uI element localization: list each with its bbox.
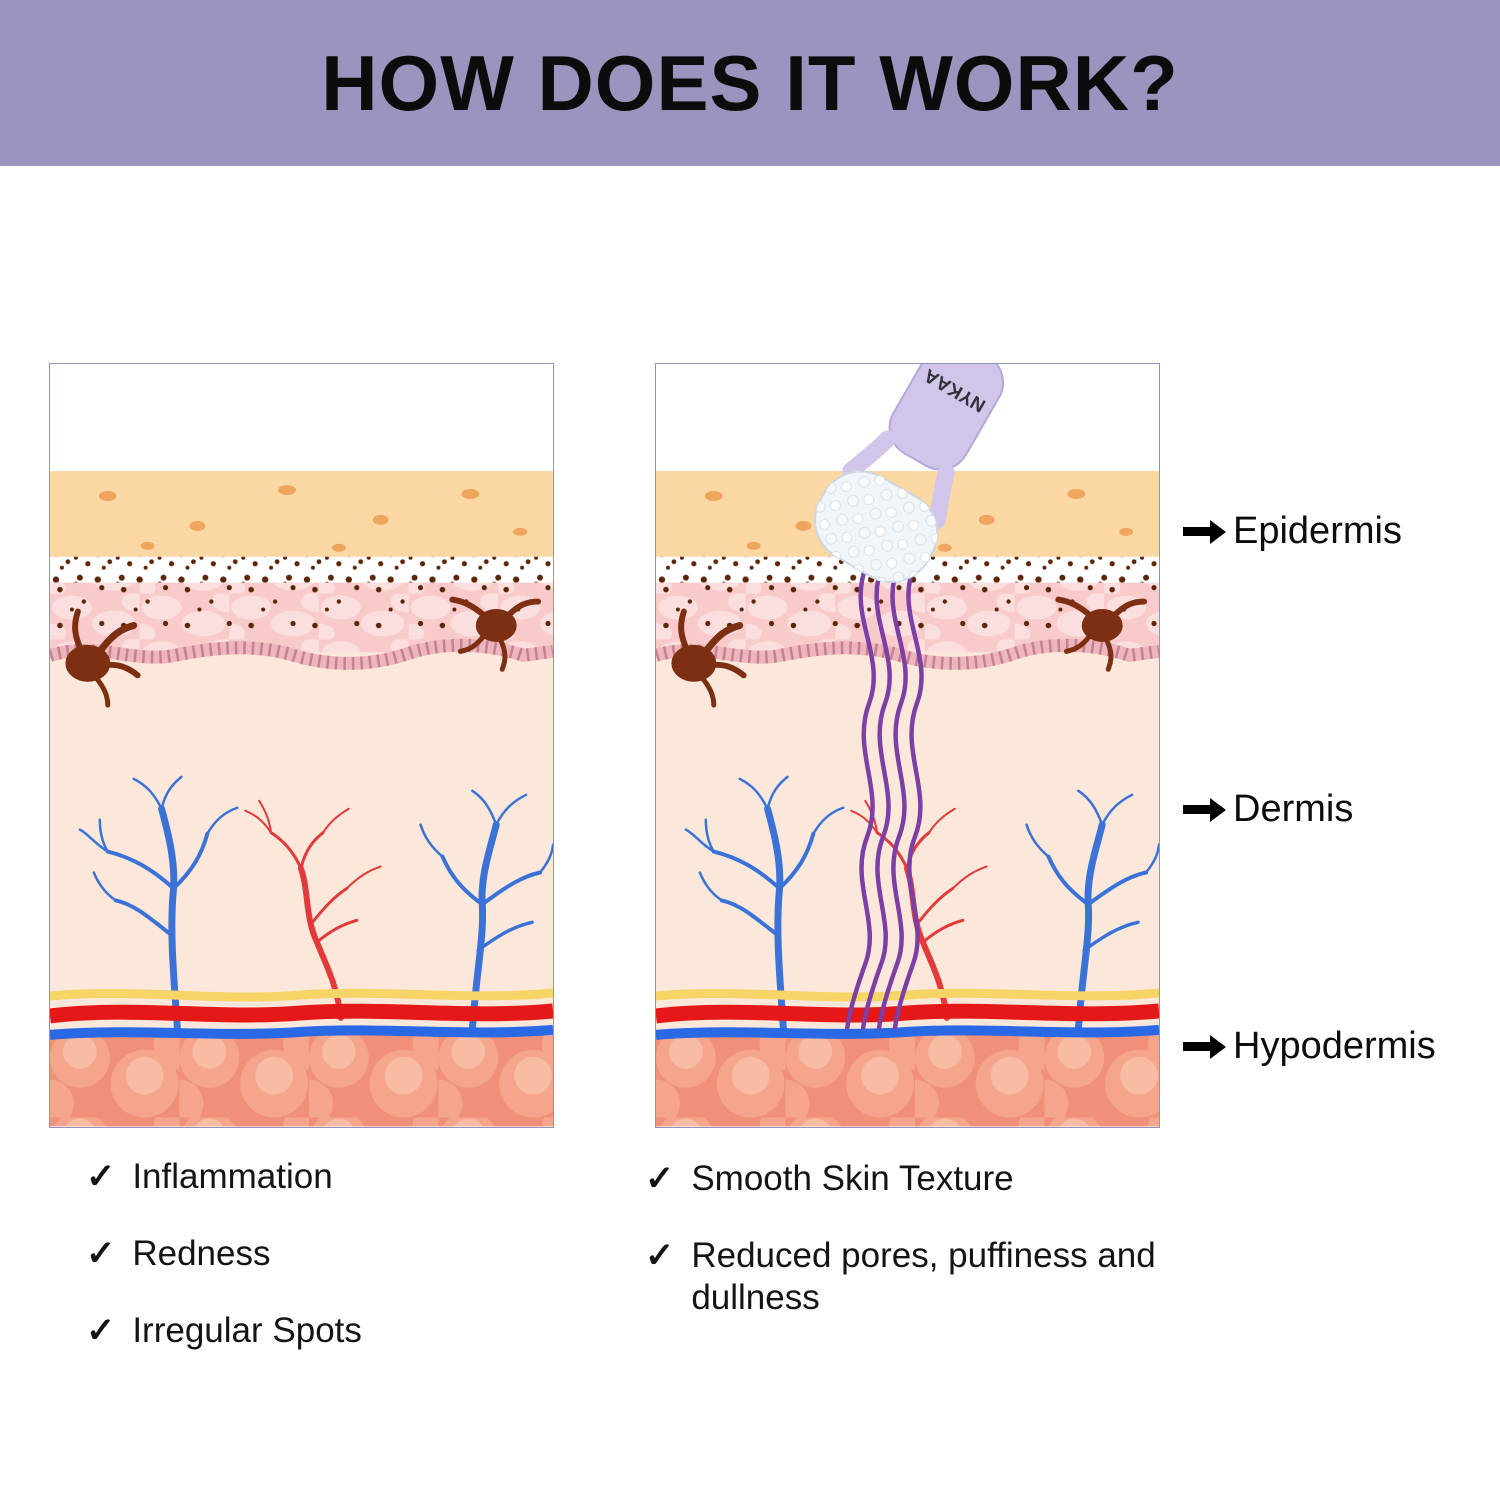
diagram-row: NYKAA Epidermis Dermis Hypodermis: [0, 363, 1500, 1128]
list-item: ✓ Irregular Spots: [86, 1310, 586, 1352]
skin-panel-before: [49, 363, 554, 1128]
header: HOW DOES IT WORK?: [0, 0, 1500, 166]
label-hypodermis: Hypodermis: [1183, 1025, 1436, 1068]
page-title: HOW DOES IT WORK?: [321, 38, 1179, 127]
layer-label-text: Dermis: [1233, 788, 1354, 830]
check-icon: ✓: [86, 1234, 116, 1273]
benefit-text: Redness: [132, 1234, 271, 1273]
label-dermis: Dermis: [1183, 788, 1353, 831]
check-icon: ✓: [645, 1159, 675, 1198]
label-epidermis: Epidermis: [1183, 510, 1402, 553]
list-item: ✓ Inflammation: [86, 1156, 586, 1198]
skin-diagram-after: NYKAA: [656, 364, 1159, 1127]
layer-label-text: Epidermis: [1233, 510, 1402, 552]
check-icon: ✓: [645, 1236, 675, 1275]
list-item: ✓ Smooth Skin Texture: [645, 1158, 1235, 1200]
check-icon: ✓: [86, 1311, 116, 1350]
skin-panel-after: NYKAA: [655, 363, 1160, 1128]
check-icon: ✓: [86, 1157, 116, 1196]
list-item: ✓ Reduced pores, puffiness and dullness: [645, 1235, 1235, 1319]
list-item: ✓ Redness: [86, 1233, 586, 1275]
benefit-text: Irregular Spots: [132, 1311, 362, 1350]
ice-roller-device: NYKAA: [814, 364, 1005, 583]
benefit-text: Reduced pores, puffiness and dullness: [691, 1236, 1156, 1317]
ice-roller-head: [815, 471, 938, 582]
after-benefits-list: ✓ Smooth Skin Texture ✓ Reduced pores, p…: [645, 1158, 1235, 1354]
benefit-text: Inflammation: [132, 1157, 333, 1196]
arrow-right-icon: [1183, 1034, 1226, 1059]
arrow-right-icon: [1183, 797, 1226, 822]
skin-diagram-before: [50, 364, 553, 1127]
before-benefits-list: ✓ Inflammation ✓ Redness ✓ Irregular Spo…: [86, 1156, 586, 1387]
benefit-text: Smooth Skin Texture: [691, 1159, 1014, 1198]
layer-label-text: Hypodermis: [1233, 1025, 1436, 1067]
arrow-right-icon: [1183, 519, 1226, 544]
